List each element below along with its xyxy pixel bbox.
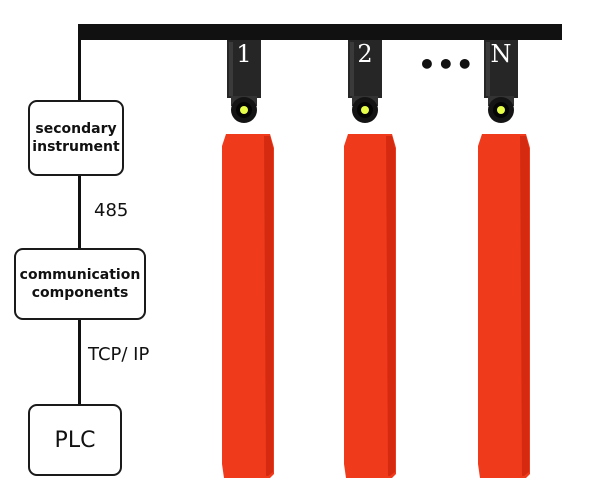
camera-n-number: N <box>478 40 524 68</box>
camera-1-number: 1 <box>221 40 267 68</box>
top-bus-line <box>78 24 562 40</box>
secondary-instrument-box: secondary instrument <box>28 100 124 176</box>
communication-components-label: communication components <box>16 266 144 302</box>
tcpip-connection-line <box>78 320 81 404</box>
hot-steel-bar-n <box>476 134 532 478</box>
camera-2-number: 2 <box>342 40 388 68</box>
tcpip-label: TCP/ IP <box>88 344 149 365</box>
communication-components-box: communication components <box>14 248 146 320</box>
bus-to-instrument-line <box>78 24 81 100</box>
rs485-label: 485 <box>94 200 128 221</box>
hot-steel-bar-2 <box>342 134 398 478</box>
secondary-instrument-label: secondary instrument <box>30 120 122 156</box>
hot-steel-bar-1 <box>220 134 276 478</box>
rs485-connection-line <box>78 176 81 248</box>
ellipsis-more-cameras: ••• <box>418 48 475 81</box>
plc-box: PLC <box>28 404 122 476</box>
plc-label: PLC <box>55 428 96 453</box>
